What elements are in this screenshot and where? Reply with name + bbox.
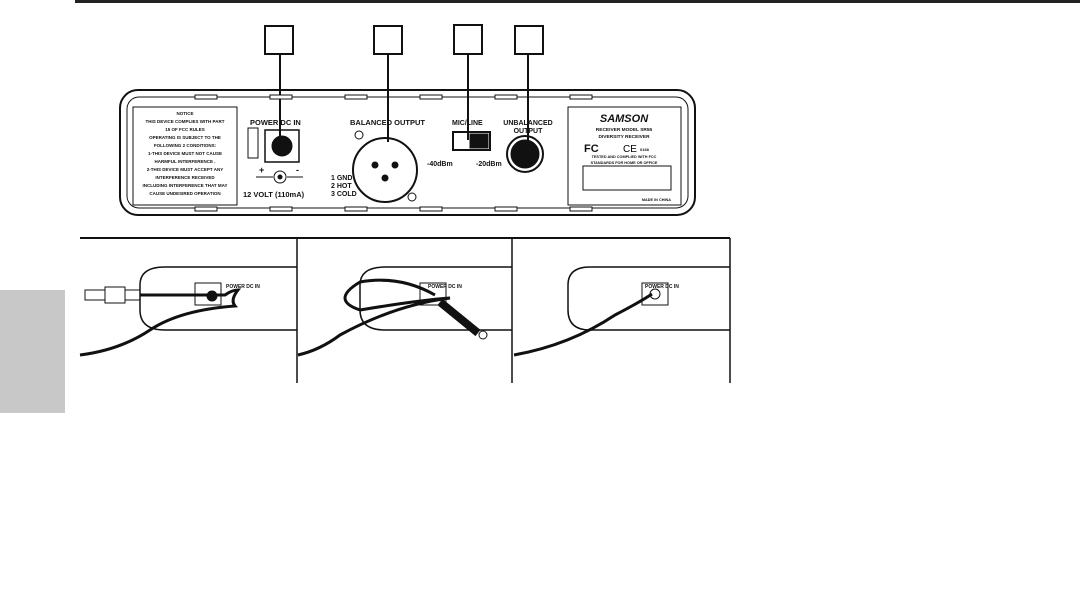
notice-label: [132, 106, 238, 206]
polarity-minus: -: [296, 165, 299, 175]
receiver-panel: [119, 89, 696, 216]
svg-text:0168: 0168: [640, 147, 650, 152]
side-tab: [0, 290, 65, 413]
model-label: [567, 106, 682, 206]
svg-text:DIVERSITY RECEIVER: DIVERSITY RECEIVER: [598, 134, 650, 140]
callout-box-power: [264, 25, 294, 55]
svg-text:OPERATING IS SUBJECT TO THE: OPERATING IS SUBJECT TO THE: [149, 135, 221, 140]
step-3: [513, 266, 730, 357]
svg-text:NOTICE: NOTICE: [176, 111, 193, 116]
step-2: [297, 266, 512, 357]
step-2-power-label: POWER DC IN: [428, 284, 462, 290]
pin-3: 3 COLD: [331, 191, 357, 198]
notice-text: NOTICE THIS DEVICE COMPLIES WITH PART 15…: [142, 111, 227, 196]
voltage-label: 12 VOLT (110mA): [243, 190, 305, 199]
level-low-label: -40dBm: [427, 161, 453, 168]
step-1-power-label: POWER DC IN: [226, 284, 260, 290]
ce-mark: CE: [623, 144, 637, 155]
level-high-label: -20dBm: [476, 161, 502, 168]
balanced-output-label: BALANCED OUTPUT: [350, 118, 425, 127]
samson-logo: SAMSON: [600, 113, 649, 125]
svg-text:TESTED AND COMPLIED WITH FCC: TESTED AND COMPLIED WITH FCC: [592, 155, 657, 159]
step-1: [79, 266, 297, 357]
pin-1: 1 GND: [331, 175, 352, 182]
svg-text:HARMFUL INTERFERENCE .: HARMFUL INTERFERENCE .: [155, 159, 216, 164]
callout-box-balanced: [373, 25, 403, 55]
xlr-connector: [352, 137, 418, 203]
svg-text:MADE IN CHINA: MADE IN CHINA: [642, 198, 671, 202]
svg-text:INTERFERENCE RECEIVED: INTERFERENCE RECEIVED: [155, 175, 215, 180]
svg-text:INCLUDING INTERFERENCE THAT MA: INCLUDING INTERFERENCE THAT MAY: [142, 183, 227, 188]
polarity-plus: +: [259, 165, 264, 175]
power-dc-jack: [264, 129, 300, 163]
callout-boxes: [264, 24, 544, 150]
svg-text:15 OF FCC RULES: 15 OF FCC RULES: [165, 127, 205, 132]
svg-text:STANDARDS FOR HOME OR OFFICE: STANDARDS FOR HOME OR OFFICE: [591, 161, 658, 165]
svg-text:2-THIS DEVICE MUST ACCEPT ANY: 2-THIS DEVICE MUST ACCEPT ANY: [147, 167, 223, 172]
pin-2: 2 HOT: [331, 183, 352, 190]
svg-text:THIS DEVICE COMPLIES WITH PART: THIS DEVICE COMPLIES WITH PART: [146, 119, 225, 124]
callout-box-micline: [453, 24, 483, 55]
svg-text:CAUSE UNDESIRED OPERATION: CAUSE UNDESIRED OPERATION: [149, 191, 220, 196]
svg-text:1-THIS DEVICE MUST NOT CAUSE: 1-THIS DEVICE MUST NOT CAUSE: [148, 151, 222, 156]
svg-text:OUTPUT: OUTPUT: [514, 128, 544, 135]
mic-line-label: MIC/LINE: [452, 120, 483, 127]
svg-text:FOLLOWING 2 CONDITIONS:: FOLLOWING 2 CONDITIONS:: [154, 143, 217, 148]
unbalanced-jack: [506, 135, 544, 173]
svg-text:RECEIVER MODEL SR55: RECEIVER MODEL SR55: [596, 127, 653, 133]
mic-line-switch: [452, 131, 491, 151]
callout-box-unbalanced: [514, 25, 544, 55]
step-illustrations: [79, 237, 731, 383]
power-dc-in-label: POWER DC IN: [250, 118, 301, 127]
step-3-power-label: POWER DC IN: [645, 284, 679, 290]
fcc-logo: FC: [584, 143, 599, 155]
header-rule: [75, 0, 1080, 3]
unbalanced-output-label: UNBALANCED: [503, 120, 552, 127]
